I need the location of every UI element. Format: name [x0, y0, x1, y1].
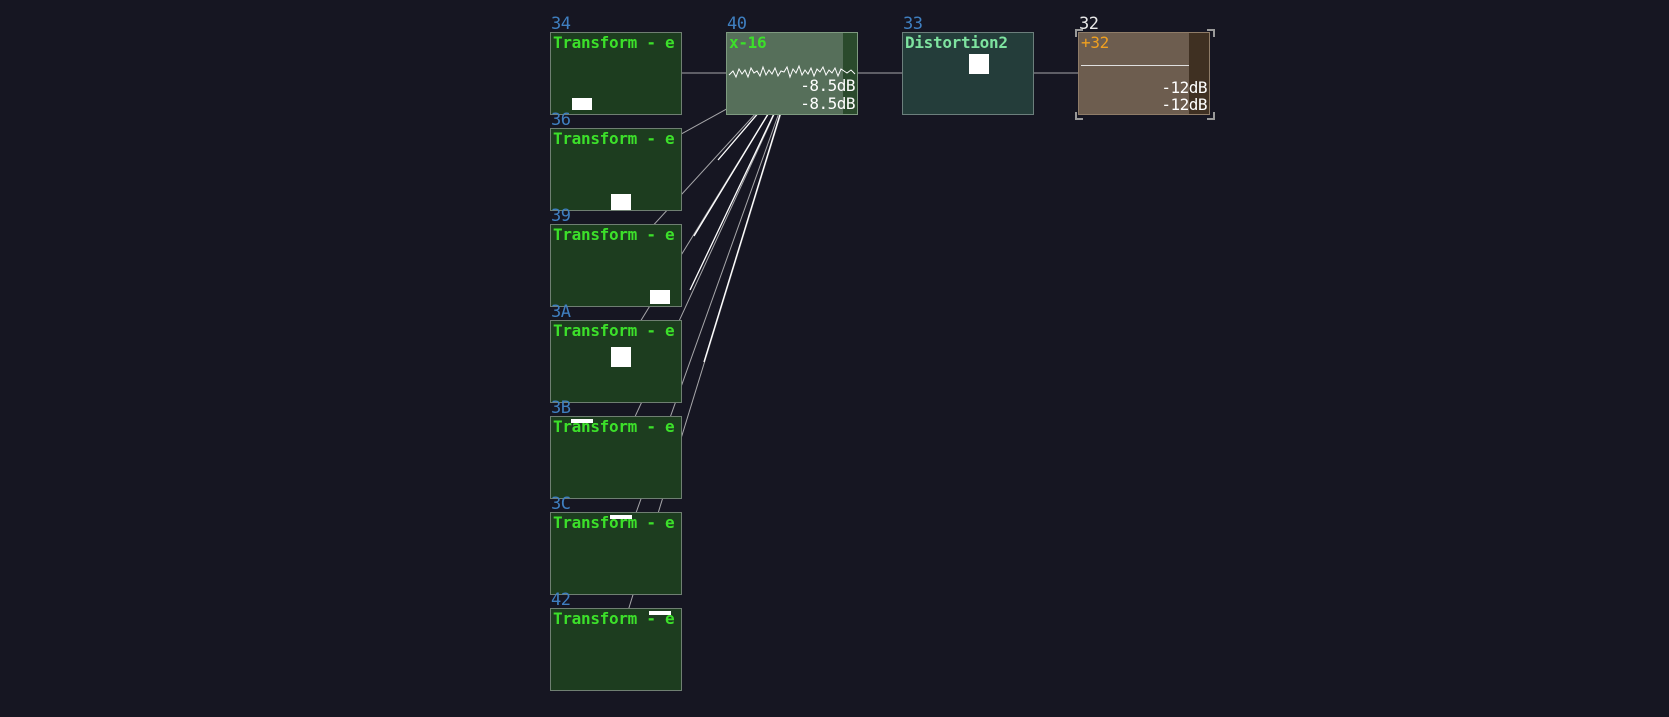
transform-node-39[interactable]: Transform - e: [550, 224, 682, 307]
position-marker: [611, 347, 631, 367]
node-id-label: 39: [551, 206, 571, 226]
node-title: Transform - e: [553, 33, 675, 52]
node-title: x-16: [729, 33, 767, 52]
node-id-label: 33: [903, 14, 923, 34]
transform-node-42[interactable]: Transform - e: [550, 608, 682, 691]
transform-node-3a[interactable]: Transform - e: [550, 320, 682, 403]
node-id-label: 42: [551, 590, 571, 610]
distortion-node-33[interactable]: Distortion2: [902, 32, 1034, 115]
signal-line: [1081, 65, 1189, 66]
waveform: [728, 64, 856, 79]
level-right: -8.5dB: [800, 94, 855, 113]
node-title: Transform - e: [553, 513, 675, 532]
position-marker: [571, 419, 593, 423]
position-marker: [610, 515, 632, 519]
level-left: -12dB: [1161, 78, 1207, 97]
selection-corner: [1075, 112, 1083, 120]
transform-node-34[interactable]: Transform - e: [550, 32, 682, 115]
position-marker: [649, 611, 671, 615]
level-left: -8.5dB: [800, 76, 855, 95]
node-id-label: 3B: [551, 398, 571, 418]
node-title: Transform - e: [553, 225, 675, 244]
node-title: +32: [1081, 33, 1109, 52]
position-marker: [611, 194, 631, 210]
parameter-marker: [969, 54, 989, 74]
selection-corner: [1075, 29, 1083, 37]
position-marker: [650, 290, 670, 304]
node-id-label: 34: [551, 14, 571, 34]
position-marker: [572, 98, 592, 110]
transform-node-3b[interactable]: Transform - e: [550, 416, 682, 499]
node-title: Transform - e: [553, 129, 675, 148]
level-meter: [843, 33, 857, 114]
transform-node-3c[interactable]: Transform - e: [550, 512, 682, 595]
level-right: -12dB: [1161, 95, 1207, 114]
output-node-32[interactable]: +32 -12dB -12dB: [1078, 32, 1210, 115]
node-title: Transform - e: [553, 609, 675, 628]
node-id-label: 3A: [551, 302, 571, 322]
transform-node-36[interactable]: Transform - e: [550, 128, 682, 211]
level-meter: [1189, 33, 1209, 114]
selection-corner: [1207, 112, 1215, 120]
node-id-label: 32: [1079, 14, 1099, 34]
node-id-label: 40: [727, 14, 747, 34]
mixer-node-40[interactable]: x-16 -8.5dB -8.5dB: [726, 32, 858, 115]
node-title: Distortion2: [905, 33, 1008, 52]
node-title: Transform - e: [553, 321, 675, 340]
selection-corner: [1207, 29, 1215, 37]
node-id-label: 36: [551, 110, 571, 130]
node-id-label: 3C: [551, 494, 571, 514]
